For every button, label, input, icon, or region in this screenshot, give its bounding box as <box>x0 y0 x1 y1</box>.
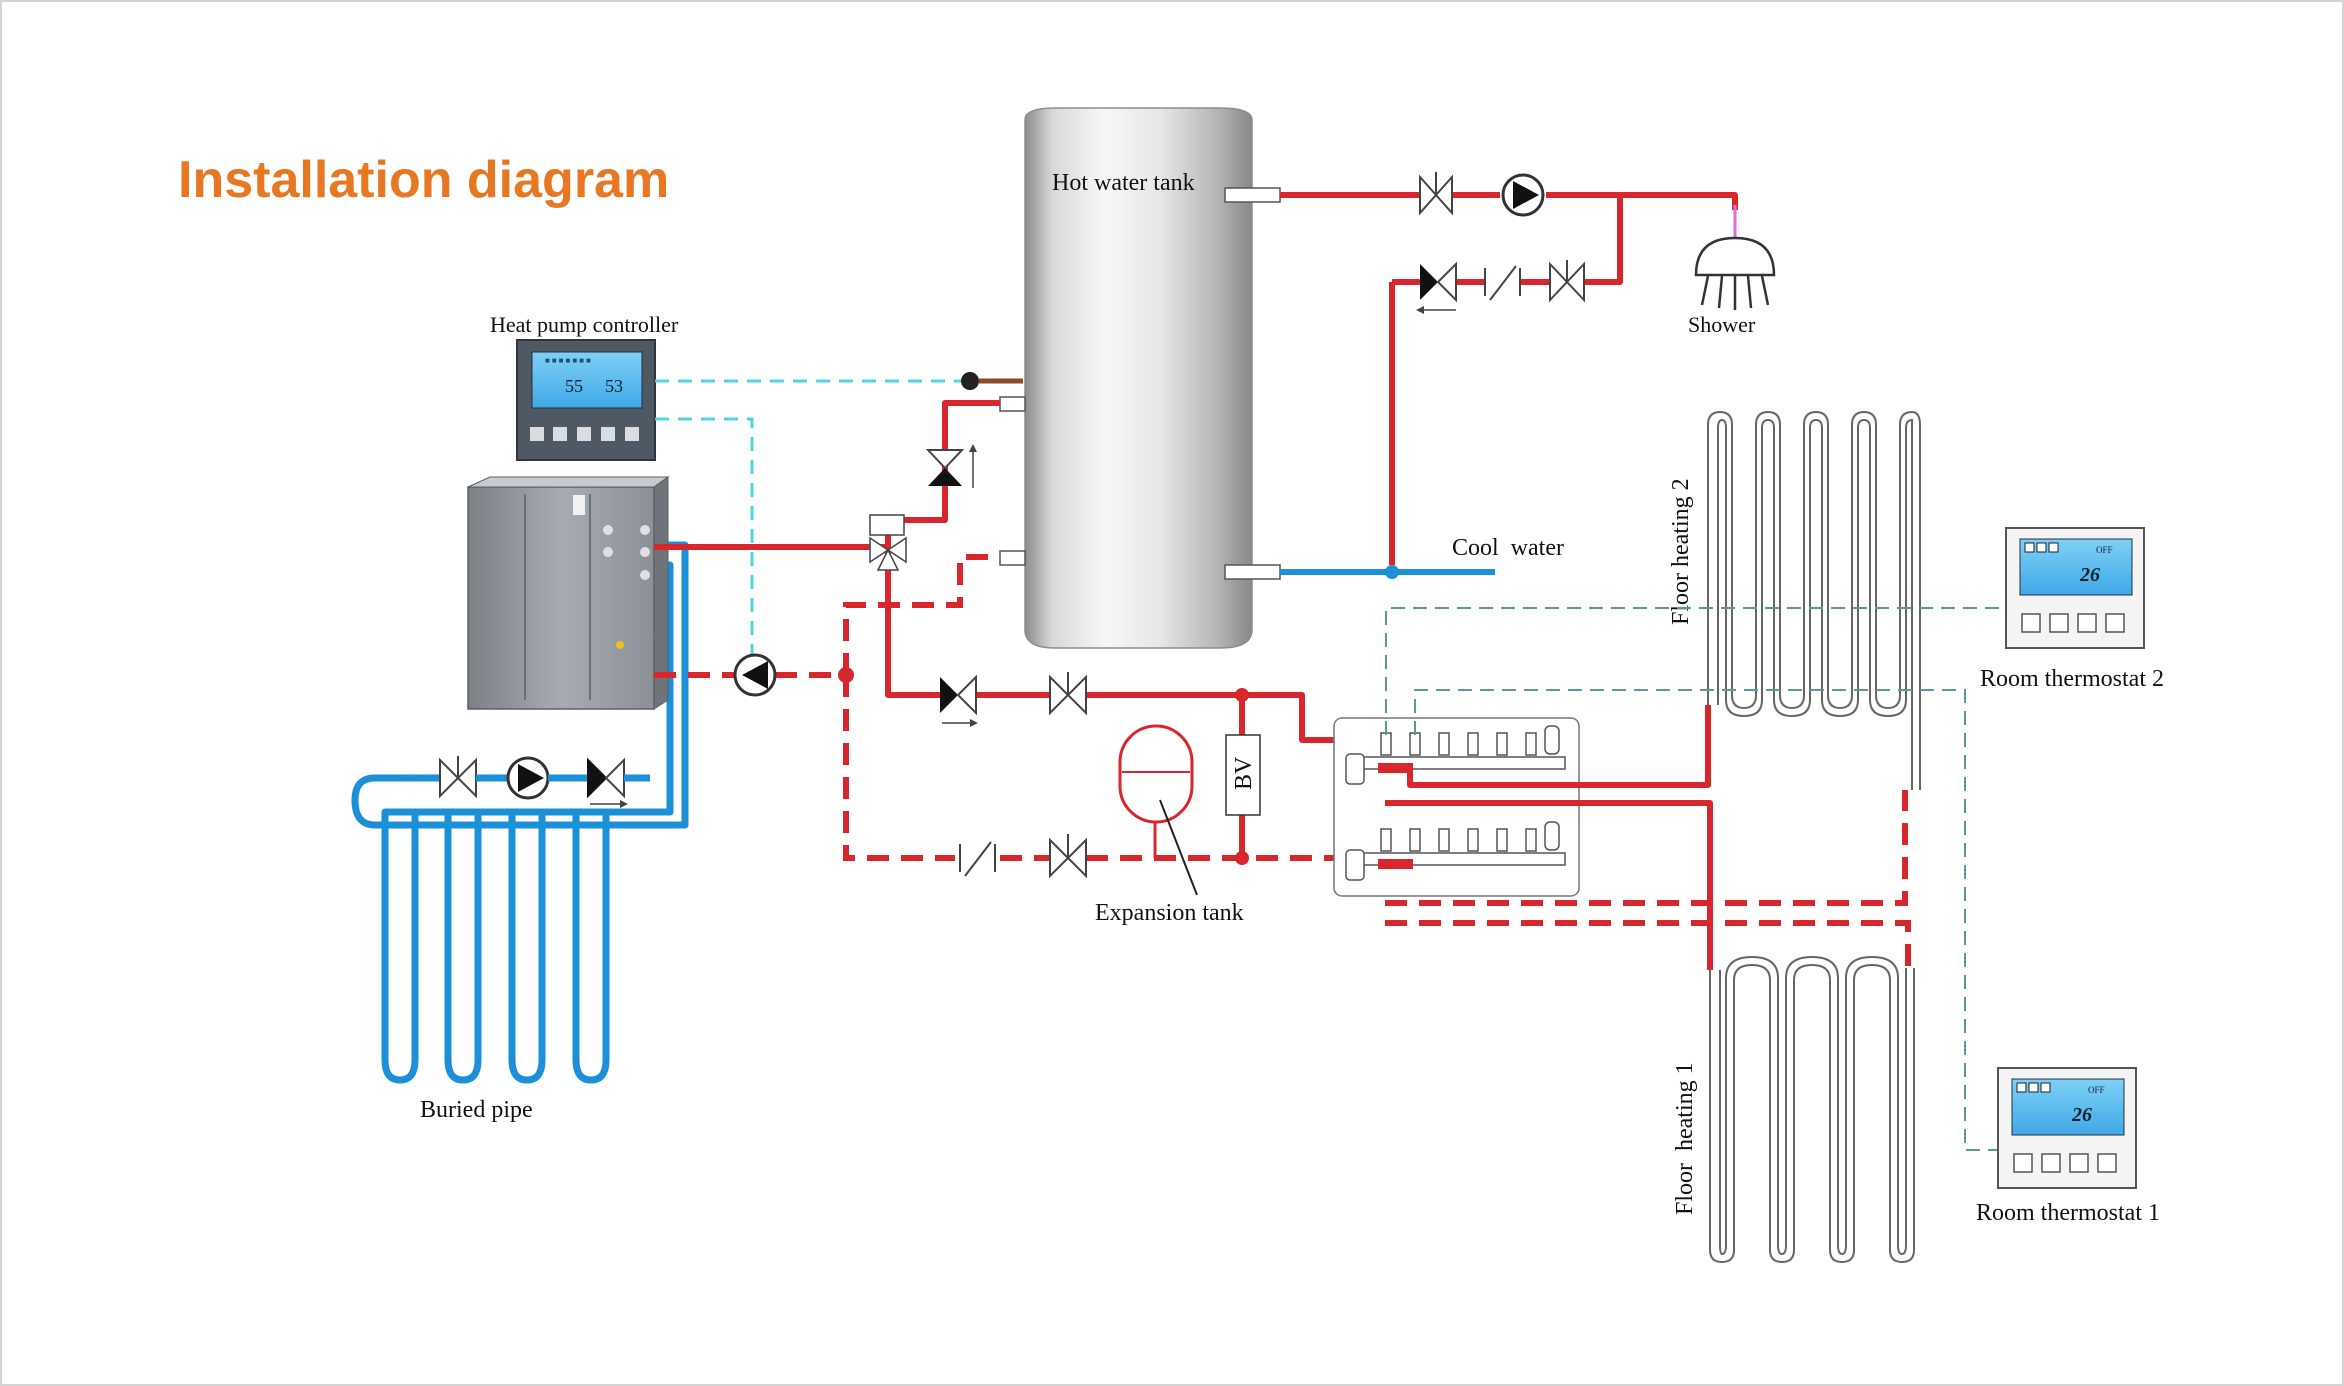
page-title: Installation diagram <box>178 151 670 209</box>
floor-heating-2-coil <box>1707 410 1921 790</box>
controller-reading-right: 53 <box>605 376 623 396</box>
heat-pump-unit <box>467 476 670 710</box>
manifold <box>1333 717 1580 897</box>
expansion-tank-label: Expansion tank <box>1095 900 1244 926</box>
ground-loop-pump <box>476 756 588 800</box>
return-valve-2 <box>1049 834 1087 879</box>
shower-label: Shower <box>1688 312 1756 337</box>
return-check-valve <box>1416 261 1457 314</box>
controller-signal-lines <box>655 379 962 670</box>
heating-flow-valve <box>1049 672 1087 716</box>
thermostat-1-status: OFF <box>2088 1085 2105 1095</box>
controller-label: Heat pump controller <box>490 312 679 337</box>
buried-pipe-loop <box>351 541 689 1084</box>
floor-heating-2-label: Floor heating 2 <box>1668 478 1694 625</box>
heat-pump-controller: ■ ■ ■ ■ ■ ■ ■ 55 53 <box>516 339 656 461</box>
expansion-tank <box>1118 724 1198 896</box>
return-valve <box>1549 260 1585 303</box>
controller-reading-left: 55 <box>565 376 583 396</box>
buried-check-valve <box>587 757 650 808</box>
bypass-valve: BV <box>1225 688 1261 865</box>
floor-heating-1-label: Floor heating 1 <box>1672 1062 1698 1215</box>
heating-flow-line <box>654 400 1385 768</box>
room-thermostat-2-label: Room thermostat 2 <box>1980 666 2164 692</box>
room-thermostat-1-label: Room thermostat 1 <box>1976 1200 2160 1226</box>
return-strainer-2 <box>959 841 996 877</box>
heating-circulation-pump <box>733 653 777 697</box>
floor-heating-supply <box>1385 705 1713 970</box>
thermostat-1-temperature: 26 <box>2071 1104 2092 1126</box>
svg-text:■ ■ ■ ■ ■ ■ ■: ■ ■ ■ ■ ■ ■ ■ <box>545 356 591 365</box>
tank-sensor <box>961 372 979 390</box>
room-thermostat-2: OFF 26 <box>2005 527 2145 649</box>
return-strainer <box>1484 265 1521 301</box>
tank-label: Hot water tank <box>1052 170 1195 196</box>
thermostat-2-temperature: 26 <box>2079 564 2100 586</box>
cool-water-line <box>1280 565 1495 579</box>
shower-valve <box>1419 172 1453 216</box>
floor-heating-return <box>1385 790 1911 968</box>
heating-return-line <box>654 554 1385 863</box>
heating-check-valve <box>940 674 978 727</box>
hot-water-supply-line <box>1280 192 1738 565</box>
return-junction <box>838 667 854 683</box>
hot-water-circulation-pump <box>1501 173 1545 217</box>
bv-label: BV <box>1231 756 1257 790</box>
room-thermostat-1: OFF 26 <box>1997 1067 2137 1189</box>
buried-loop-valve <box>439 756 477 799</box>
cool-water-label: Cool water <box>1452 535 1564 561</box>
thermostat-2-status: OFF <box>2096 545 2113 555</box>
thermostat-signal-lines <box>1385 607 2010 1151</box>
shower-head-icon <box>1694 236 1776 310</box>
three-way-valve <box>869 514 907 571</box>
tank-coil-valve <box>925 444 977 488</box>
floor-heating-1-coil <box>1709 955 1915 1264</box>
buried-pipe-label: Buried pipe <box>420 1097 533 1123</box>
